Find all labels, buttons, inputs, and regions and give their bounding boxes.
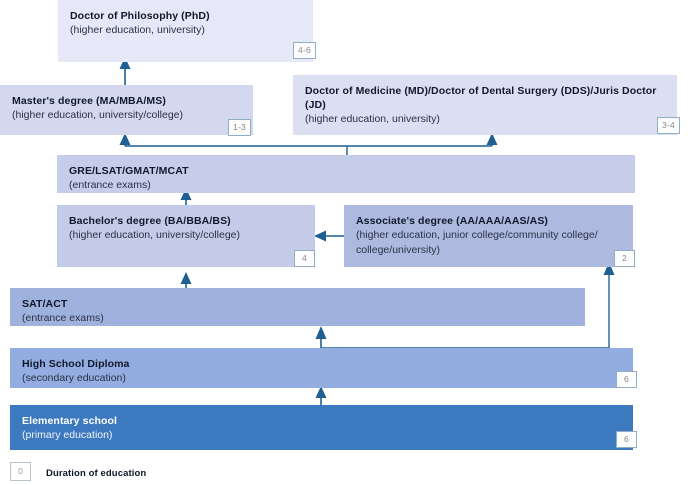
node-associate-title: Associate's degree (AA/AAA/AAS/AS) xyxy=(356,215,549,227)
node-sat-act-subtitle: (entrance exams) xyxy=(22,312,104,324)
link-gre-to-master-and-md xyxy=(119,133,498,155)
node-md-dds-jd-title: Doctor of Medicine (MD)/Doctor of Dental… xyxy=(305,85,657,111)
node-phd-subtitle: (higher education, university) xyxy=(70,24,205,36)
link-elementary-to-highschool xyxy=(315,386,327,405)
node-gre-subtitle: (entrance exams) xyxy=(69,179,151,191)
node-elementary-duration-badge: 6 xyxy=(616,431,637,448)
legend-duration-swatch: 0 xyxy=(10,462,31,481)
node-master-duration-badge: 1-3 xyxy=(228,119,251,136)
node-high-school-title: High School Diploma xyxy=(22,358,130,370)
node-gre-title: GRE/LSAT/GMAT/MCAT xyxy=(69,165,189,177)
node-bachelor-title: Bachelor's degree (BA/BBA/BS) xyxy=(69,215,231,227)
node-elementary-subtitle: (primary education) xyxy=(22,429,113,441)
node-bachelor-subtitle: (higher education, university/college) xyxy=(69,229,241,241)
node-master-title: Master's degree (MA/MBA/MS) xyxy=(12,95,166,107)
node-high-school-diploma[interactable]: High School Diploma (secondary education… xyxy=(10,348,633,388)
node-associate[interactable]: Associate's degree (AA/AAA/AAS/AS) (high… xyxy=(344,205,633,267)
legend-duration-label: Duration of education xyxy=(46,468,147,479)
node-phd-title: Doctor of Philosophy (PhD) xyxy=(70,10,210,22)
node-phd-duration-badge: 4-6 xyxy=(293,42,316,59)
node-high-school-duration-badge: 6 xyxy=(616,371,637,388)
node-bachelor[interactable]: Bachelor's degree (BA/BBA/BS) (higher ed… xyxy=(57,205,315,267)
node-elementary-title: Elementary school xyxy=(22,415,118,427)
node-elementary-school[interactable]: Elementary school (primary education) xyxy=(10,405,633,450)
link-sat-to-bachelor xyxy=(180,272,192,288)
node-high-school-subtitle: (secondary education) xyxy=(22,372,126,384)
node-md-dds-jd-duration-badge: 3-4 xyxy=(657,117,680,134)
link-associate-to-bachelor xyxy=(314,230,344,242)
node-associate-subtitle: (higher education, junior college/commun… xyxy=(356,229,598,256)
node-bachelor-duration-badge: 4 xyxy=(294,250,315,267)
node-md-dds-jd[interactable]: Doctor of Medicine (MD)/Doctor of Dental… xyxy=(293,75,677,135)
node-master-subtitle: (higher education, university/college) xyxy=(12,109,184,121)
node-sat-act[interactable]: SAT/ACT (entrance exams) xyxy=(10,288,585,326)
node-md-dds-jd-subtitle: (higher education, university) xyxy=(305,113,440,125)
node-sat-act-title: SAT/ACT xyxy=(22,298,68,310)
node-gre-lsat-gmat-mcat[interactable]: GRE/LSAT/GMAT/MCAT (entrance exams) xyxy=(57,155,635,193)
node-master[interactable]: Master's degree (MA/MBA/MS) (higher educ… xyxy=(0,85,253,135)
node-associate-duration-badge: 2 xyxy=(614,250,635,267)
node-phd[interactable]: Doctor of Philosophy (PhD) (higher educa… xyxy=(58,0,313,62)
